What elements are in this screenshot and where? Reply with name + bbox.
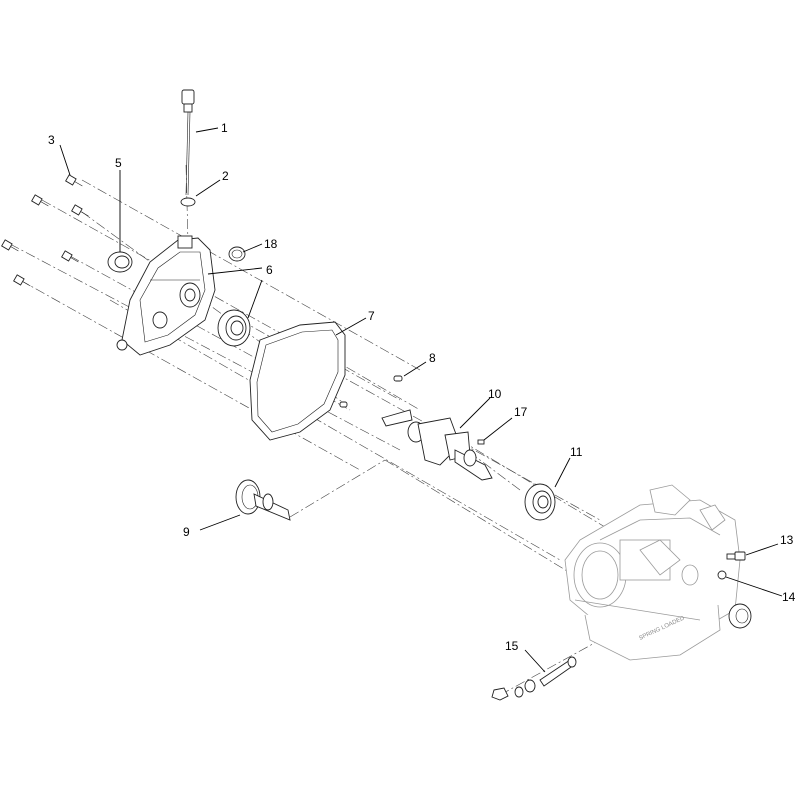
leader-lines — [59, 127, 783, 673]
callout-3: 3 — [48, 133, 55, 147]
callout-15: 15 — [505, 639, 519, 653]
callout-9: 9 — [183, 525, 190, 539]
callout-10: 10 — [488, 387, 502, 401]
cover-bearing — [217, 309, 251, 347]
dowel-pins — [339, 375, 403, 408]
dipstick — [181, 89, 195, 196]
side-bolt — [726, 551, 746, 561]
callout-11: 11 — [570, 445, 583, 459]
side-washer — [717, 570, 727, 580]
crank-key — [477, 439, 485, 445]
callout-14: 14 — [782, 590, 796, 604]
oil-seal-cover — [107, 251, 133, 273]
callout-1: 1 — [221, 121, 228, 135]
oil-seal-engine — [728, 603, 752, 629]
crankshaft — [381, 409, 493, 481]
callout-6: 6 — [266, 263, 273, 277]
callout-17: 17 — [514, 405, 528, 419]
main-bearing — [524, 483, 556, 521]
callout-5: 5 — [115, 156, 122, 170]
cover-bolts — [1, 174, 89, 287]
callout-8: 8 — [429, 351, 436, 365]
callout-labels: 1 2 3 5 18 6 7 8 10 17 11 9 13 14 15 — [48, 121, 796, 653]
cover-gasket — [249, 321, 346, 441]
o-ring — [180, 197, 196, 207]
crankcase-cover — [116, 235, 216, 356]
callout-13: 13 — [780, 533, 794, 547]
callout-7: 7 — [368, 309, 375, 323]
camshaft — [235, 479, 291, 521]
engine-block: SPRING LOADED — [564, 484, 741, 661]
governor-gear — [228, 246, 246, 262]
callout-2: 2 — [222, 169, 229, 183]
governor-shaft — [491, 656, 577, 701]
callout-18: 18 — [264, 237, 278, 251]
